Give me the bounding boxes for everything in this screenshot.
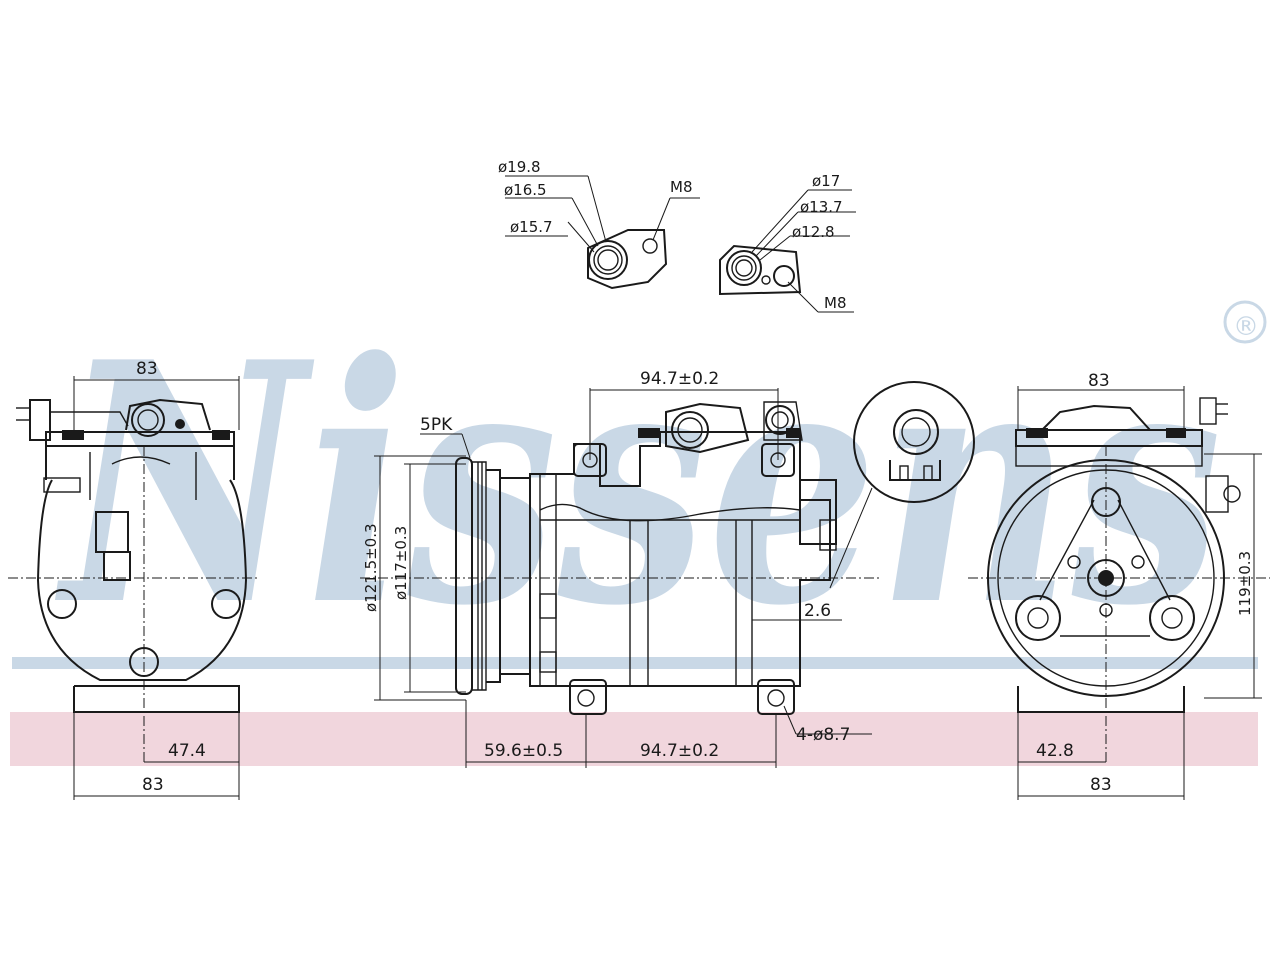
side-view: 94.7±0.2 5PK ø121.5±0.3 ø117±0.3 [360, 369, 975, 768]
left-view: 83 47.4 83 [8, 359, 258, 800]
right-width-bottom: 83 [1090, 775, 1112, 795]
discharge-thread: M8 [824, 294, 847, 312]
pulley-offset: 59.6±0.5 [484, 741, 563, 761]
blue-band [12, 657, 1258, 669]
right-view: 83 119±0.3 [968, 371, 1270, 800]
left-width-bottom: 83 [142, 775, 164, 795]
brand-watermark: Nissens [54, 290, 1222, 678]
discharge-dia-inner: ø12.8 [792, 223, 835, 241]
suction-dia-inner: ø15.7 [510, 218, 553, 236]
discharge-dia-outer: ø17 [812, 172, 840, 190]
left-width-top: 83 [136, 359, 158, 379]
right-offset: 42.8 [1036, 741, 1074, 761]
mount-spacing-bottom: 94.7±0.2 [640, 741, 719, 761]
suction-fitting: ø19.8 ø16.5 ø15.7 M8 [498, 158, 700, 290]
left-offset: 47.4 [168, 741, 206, 761]
discharge-dia-mid: ø13.7 [800, 198, 843, 216]
registered-mark: ® [1233, 312, 1259, 342]
pulley-diameter: ø121.5±0.3 [362, 523, 380, 612]
pulley-type: 5PK [420, 415, 453, 435]
pink-band [10, 712, 1258, 766]
registered-mark-circle [1223, 300, 1267, 344]
hole-spec: 4-ø8.7 [796, 725, 850, 745]
right-width-top: 83 [1088, 371, 1110, 391]
suction-dia-outer: ø19.8 [498, 158, 541, 176]
suction-thread: M8 [670, 178, 693, 196]
suction-dia-mid: ø16.5 [504, 181, 547, 199]
mount-spacing-top: 94.7±0.2 [640, 369, 719, 389]
right-height: 119±0.3 [1236, 551, 1254, 616]
clutch-diameter: ø117±0.3 [392, 526, 410, 600]
discharge-fitting: ø17 ø13.7 ø12.8 M8 [719, 172, 856, 313]
gap: 2.6 [804, 601, 831, 621]
